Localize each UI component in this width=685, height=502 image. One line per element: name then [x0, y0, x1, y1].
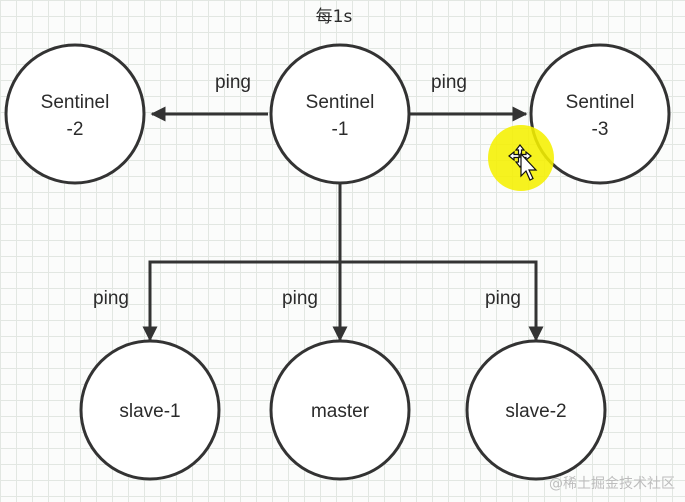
edge-label-ping-sentinel-2: ping [215, 72, 251, 93]
node-sentinel-1: Sentinel -1 [269, 43, 411, 185]
node-circle [529, 43, 671, 185]
node-sentinel-2: Sentinel -2 [4, 43, 146, 185]
node-label: slave-1 [119, 401, 180, 422]
edge-label-ping-master: ping [282, 288, 318, 309]
edge-label-ping-sentinel-3: ping [431, 72, 467, 93]
node-label-line-2: -1 [332, 119, 349, 140]
move-cursor-icon [508, 144, 538, 181]
node-circle [465, 339, 607, 481]
edge-label-ping-slave-1: ping [93, 288, 129, 309]
node-circle [79, 339, 221, 481]
node-label-line-2: -3 [592, 119, 609, 140]
node-slave-1: slave-1 [79, 339, 221, 481]
node-sentinel-3: Sentinel -3 [529, 43, 671, 185]
edge-label-ping-slave-2: ping [485, 288, 521, 309]
node-label-line-1: Sentinel [41, 92, 110, 113]
node-slave-2: slave-2 [465, 339, 607, 481]
node-circle [4, 43, 146, 185]
cursor [488, 125, 554, 191]
node-circle [269, 339, 411, 481]
watermark-text: @稀土掘金技术社区 [549, 476, 675, 492]
node-label-line-1: Sentinel [306, 92, 375, 113]
node-master: master [269, 339, 411, 481]
node-label: master [311, 401, 370, 422]
node-label: slave-2 [505, 401, 566, 422]
edges [142, 106, 544, 342]
edge-branch-bus [148, 260, 538, 340]
node-label-line-1: Sentinel [566, 92, 635, 113]
node-label-line-2: -2 [67, 119, 84, 140]
diagram-title: 每1s [316, 7, 353, 27]
node-circle [269, 43, 411, 185]
